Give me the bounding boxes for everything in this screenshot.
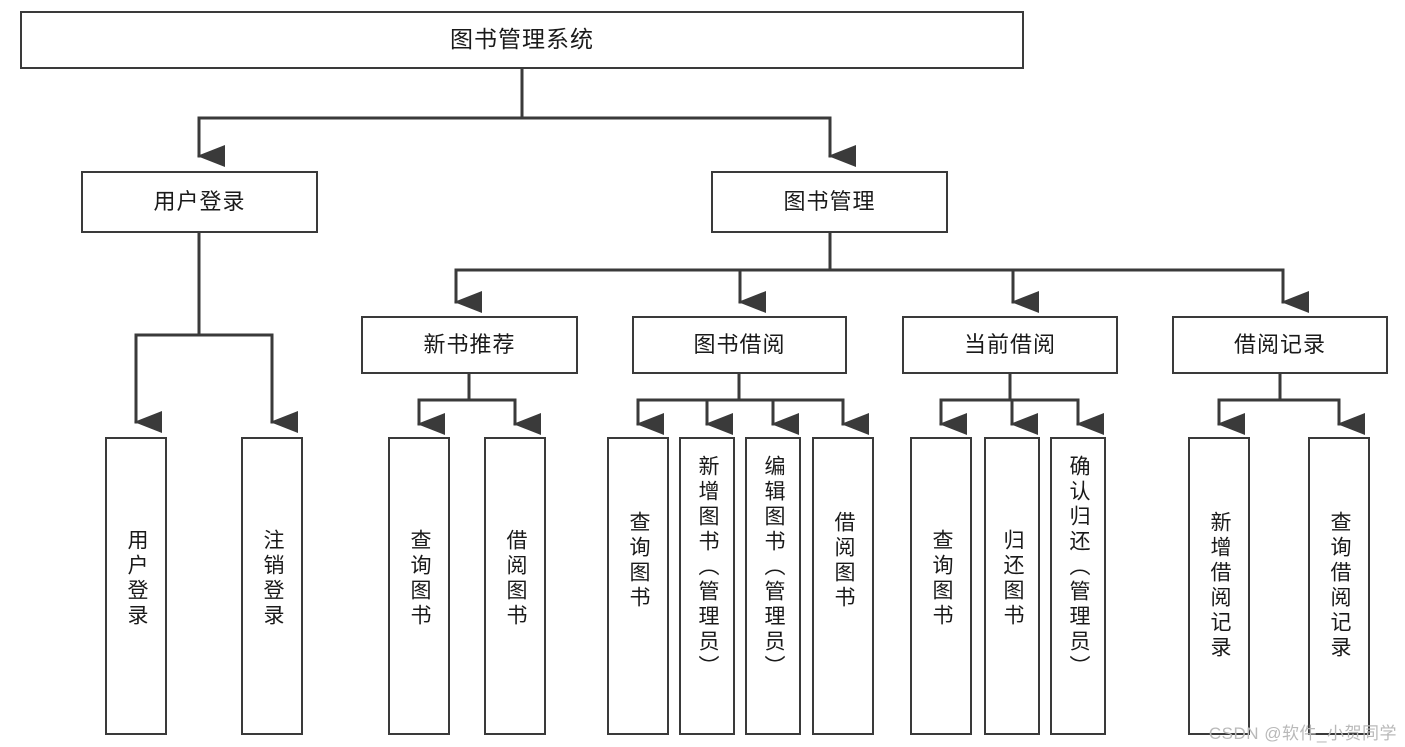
node-leaf-return-book[interactable]: 归还图书 — [984, 437, 1040, 735]
node-label: 用户登录 — [153, 188, 246, 214]
node-label: 图书管理 — [783, 188, 876, 214]
node-label: 新增借阅记录 — [1208, 511, 1232, 661]
node-leaf-query-book-bb[interactable]: 查询图书 — [607, 437, 669, 735]
node-label: 查询图书 — [930, 529, 954, 629]
node-label: 归还图书 — [1001, 529, 1025, 629]
node-leaf-add-borrow-record[interactable]: 新增借阅记录 — [1188, 437, 1250, 735]
node-label: 借阅记录 — [1233, 331, 1326, 357]
node-leaf-borrow-book-nbr[interactable]: 借阅图书 — [484, 437, 546, 735]
node-label: 图书借阅 — [693, 331, 786, 357]
node-root-system[interactable]: 图书管理系统 — [20, 11, 1024, 69]
node-label: 新增图书（管理员） — [696, 455, 720, 680]
node-borrow-record[interactable]: 借阅记录 — [1172, 316, 1388, 374]
node-book-management[interactable]: 图书管理 — [711, 171, 948, 233]
node-leaf-add-book-admin[interactable]: 新增图书（管理员） — [679, 437, 735, 735]
node-current-borrow[interactable]: 当前借阅 — [902, 316, 1118, 374]
node-new-book-recommend[interactable]: 新书推荐 — [361, 316, 578, 374]
node-label: 当前借阅 — [963, 331, 1056, 357]
node-label: 用户登录 — [125, 529, 149, 629]
node-leaf-confirm-return-admin[interactable]: 确认归还（管理员） — [1050, 437, 1106, 735]
node-book-borrow[interactable]: 图书借阅 — [632, 316, 847, 374]
node-root-label: 图书管理系统 — [450, 26, 594, 53]
node-label: 新书推荐 — [423, 331, 516, 357]
node-user-login[interactable]: 用户登录 — [81, 171, 318, 233]
node-label: 查询借阅记录 — [1328, 511, 1352, 661]
node-label: 借阅图书 — [832, 511, 856, 611]
node-label: 借阅图书 — [504, 529, 528, 629]
node-label: 查询图书 — [408, 529, 432, 629]
node-label: 注销登录 — [261, 529, 285, 629]
node-leaf-query-book-nbr[interactable]: 查询图书 — [388, 437, 450, 735]
node-leaf-borrow-book-bb[interactable]: 借阅图书 — [812, 437, 874, 735]
watermark: CSDN @软件_小贺同学 — [1208, 724, 1397, 743]
node-label: 确认归还（管理员） — [1067, 455, 1091, 680]
node-leaf-logout[interactable]: 注销登录 — [241, 437, 303, 735]
node-leaf-query-borrow-record[interactable]: 查询借阅记录 — [1308, 437, 1370, 735]
node-leaf-user-login[interactable]: 用户登录 — [105, 437, 167, 735]
node-leaf-query-book-cb[interactable]: 查询图书 — [910, 437, 972, 735]
node-label: 编辑图书（管理员） — [762, 455, 786, 680]
node-leaf-edit-book-admin[interactable]: 编辑图书（管理员） — [745, 437, 801, 735]
node-label: 查询图书 — [627, 511, 651, 611]
